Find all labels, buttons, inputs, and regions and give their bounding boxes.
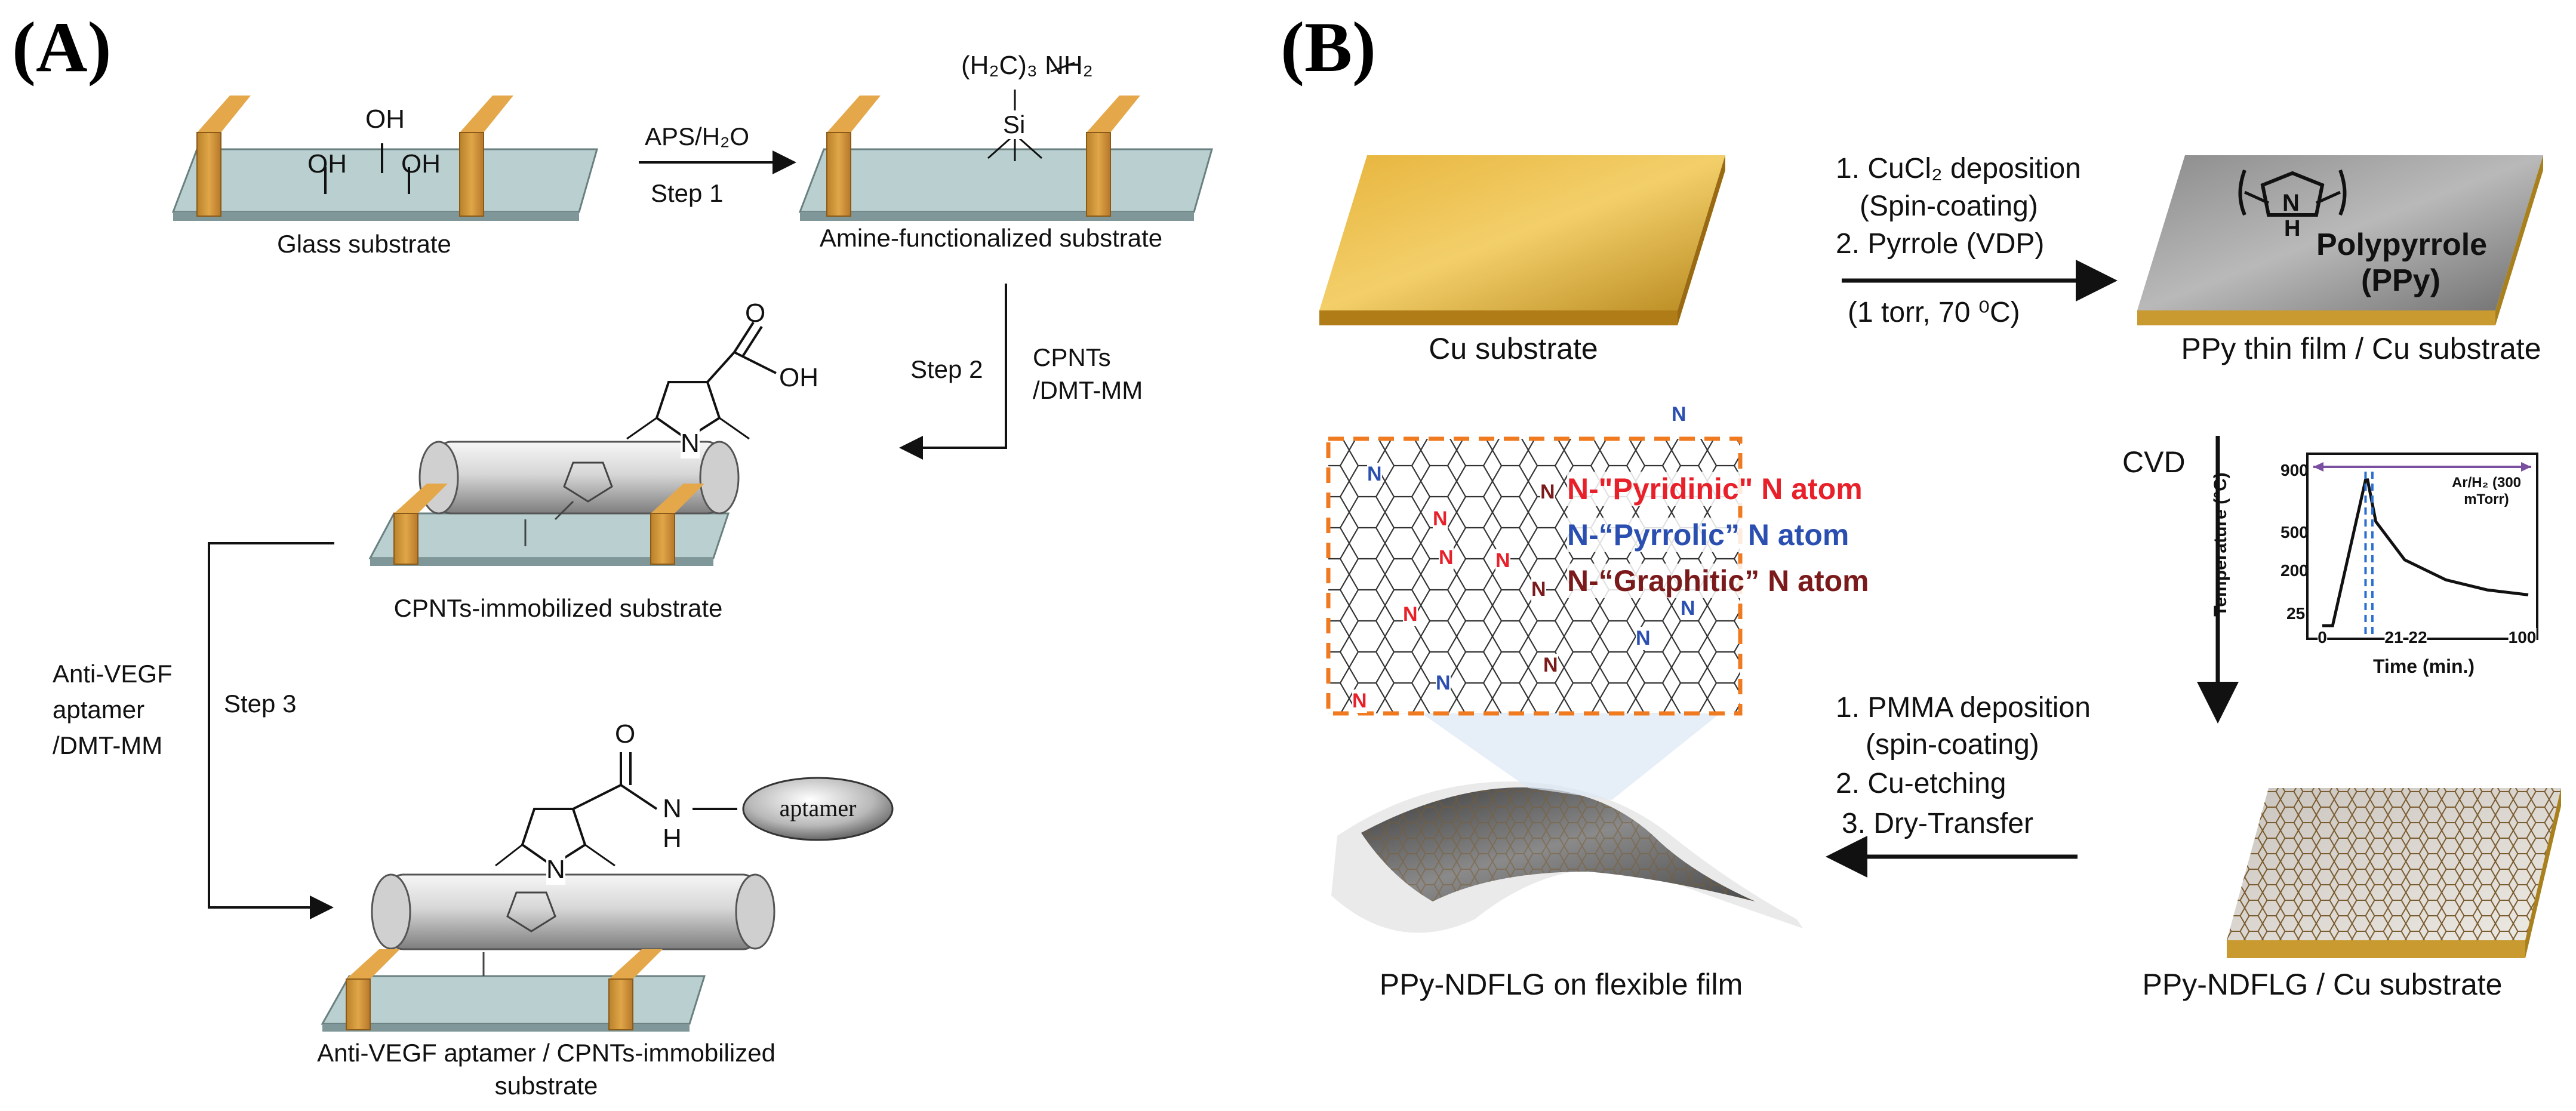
glass-oh-left: OH [307,149,347,179]
ndflg-caption: PPy-NDFLG / Cu substrate [2142,968,2503,1001]
step-a-line3: 2. Pyrrole (VDP) [1836,228,2045,260]
ppy-label-2: (PPy) [2361,263,2440,298]
step1-reagent: APS/H₂O [645,122,750,150]
glass-caption: Glass substrate [277,230,451,258]
amine-substrate [798,61,1213,221]
n-atom: N [1436,672,1451,695]
legend-pyrrolic: N-“Pyrrolic” N atom [1567,518,1849,552]
final-pyrrole-n: N [546,855,565,885]
n-atom: N [1352,690,1367,713]
cpnt-caption: CPNTs-immobilized substrate [393,594,723,622]
chart-ytick-500: 500 [2280,523,2309,541]
final-caption-line2: substrate [494,1072,598,1100]
amine-caption: Amine-functionalized substrate [819,224,1163,252]
zoom-cone [1409,704,1731,800]
flexible-film [1331,781,1803,933]
n-atom: N [1531,578,1546,601]
step3-reagent-1: Anti-VEGF [53,660,173,688]
step-a-line1: 1. CuCl₂ deposition [1836,153,2081,184]
n-atom: N [1403,603,1418,626]
cvd-label: CVD [2122,445,2186,479]
ppy-h: H [2284,216,2301,241]
n-atom: N [1495,549,1510,573]
chart-xtick-0: 0 [2318,628,2327,647]
panel-b-graphics [1319,155,2561,958]
step-b-line4: 3. Dry-Transfer [1842,808,2033,839]
step2-label: Step 2 [910,355,983,383]
chart-y-axis-label: Temperature (°C) [2211,472,2230,617]
amide-n: N [663,794,682,823]
ndflg-cu-block [2227,788,2561,958]
chart-ytick-25: 25 [2286,604,2306,623]
step3-label: Step 3 [224,690,297,718]
n-atom: N [1636,627,1651,650]
ppy-label-1: Polypyrrole [2316,227,2488,262]
step2-reagent-2: /DMT-MM [1033,376,1143,404]
flex-caption: PPy-NDFLG on flexible film [1379,968,1743,1001]
panel-b-letter: (B) [1281,7,1376,87]
ppy-n: N [2282,190,2300,216]
chart-x-axis-label: Time (min.) [2372,655,2475,677]
temperature-chart [2306,453,2538,640]
chart-annotation: Ar/H₂ (300 mTorr) [2451,475,2522,507]
legend-pyridinic: N-"Pyridinic" N atom [1567,472,1863,506]
cpnt-tube [418,441,740,515]
n-atom: N [1433,507,1448,531]
n-atom: N [1540,481,1555,504]
chart-ytick-900: 900 [2280,461,2309,479]
glass-substrate [171,96,598,221]
step-a-line2: (Spin-coating) [1860,190,2038,222]
n-atom: N [1439,546,1454,570]
glass-oh-top: OH [365,104,405,134]
final-substrate [321,752,894,1032]
aptamer-label: aptamer [779,795,857,821]
cooh-oh: OH [779,363,818,392]
cooh-o: O [745,298,766,328]
chart-ytick-200: 200 [2280,561,2309,580]
step-b-line1: 1. PMMA deposition [1836,692,2091,724]
chart-xtick-22: 22 [2408,628,2427,647]
n-atom: N [1543,654,1558,677]
panel-a-graphics [171,61,1213,1032]
final-caption-line1: Anti-VEGF aptamer / CPNTs-immobilized [317,1039,775,1067]
n-atom: N [1672,403,1686,426]
cpnt-substrate [368,321,777,566]
amide-h: H [663,824,682,853]
ppy-film-block [2137,155,2543,325]
step-b-line2: (spin-coating) [1866,729,2039,761]
step3-reagent-2: aptamer [53,695,145,724]
ppy-caption: PPy thin film / Cu substrate [2181,332,2541,365]
chart-arrowhead-right [2521,462,2531,472]
aptamer-blob [742,777,894,841]
step-a-line4: (1 torr, 70 ⁰C) [1848,297,2020,328]
electrode-left [196,96,251,217]
n-atom: N [1681,597,1695,620]
temperature-curve [2322,478,2529,627]
amine-si: Si [1003,110,1026,139]
step3-reagent-3: /DMT-MM [53,731,163,759]
legend-graphitic: N-“Graphitic” N atom [1567,564,1869,598]
chart-frame [2306,453,2538,640]
chart-xtick-21: 21 [2384,628,2403,647]
step2-reagent-1: CPNTs [1033,343,1111,371]
n-atom: N [1367,463,1382,486]
cu-substrate-block [1319,155,1725,325]
glass-oh-right: OH [401,149,441,179]
chart-xtick-100: 100 [2508,628,2537,647]
amide-o: O [615,719,636,749]
step3-arrow [208,542,334,919]
step-b-line3: 2. Cu-etching [1836,768,2006,799]
step2-arrow [899,284,1007,460]
ppy-monomer-structure [2238,169,2347,217]
pyrrole-n: N [681,429,700,458]
chart-arrowhead-left [2313,462,2323,472]
electrode-right [459,96,513,217]
step1-label: Step 1 [651,179,724,207]
panel-a-letter: (A) [12,7,112,87]
amine-nh2: (H₂C)₃ NH₂ [961,51,1093,80]
cu-caption: Cu substrate [1429,332,1598,365]
